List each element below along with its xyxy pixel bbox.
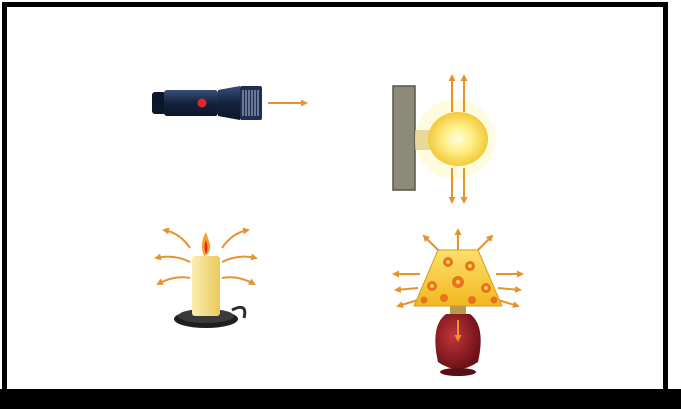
- flashlight-icon: [152, 86, 306, 120]
- candle-icon: [156, 230, 256, 328]
- wall-bulb-icon: [393, 76, 495, 202]
- table-lamp-icon: [394, 230, 522, 376]
